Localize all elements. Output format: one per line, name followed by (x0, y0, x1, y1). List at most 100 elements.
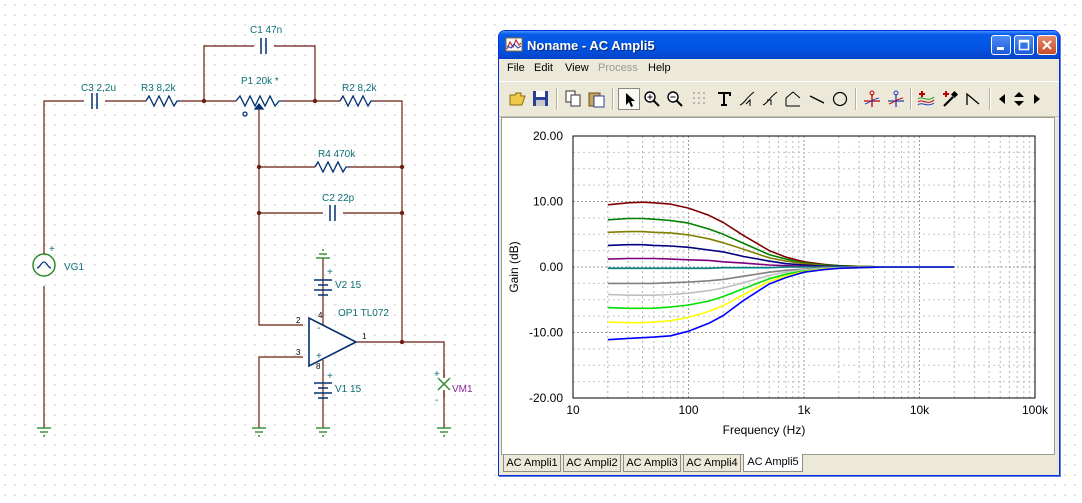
ellipse-icon (832, 91, 848, 107)
maximize-button[interactable] (1014, 35, 1034, 55)
maximize-icon (1018, 39, 1030, 51)
label-r3: R3 8,2k (141, 83, 176, 94)
axis-label-button[interactable] (782, 88, 804, 110)
open-button[interactable] (507, 88, 529, 110)
vm1-minus: - (435, 395, 438, 406)
signal-source-vg1[interactable]: + (32, 244, 56, 277)
curve-label-button[interactable] (736, 88, 758, 110)
pin-8: 8 (316, 362, 321, 371)
ground-vm1 (437, 427, 451, 437)
zoom-in-icon (644, 91, 660, 107)
toolbar-separator (556, 88, 558, 110)
potentiometer-p1[interactable] (235, 94, 282, 117)
app-icon (505, 37, 523, 52)
label-c1: C1 47n (250, 25, 282, 36)
tab-ac-ampli1[interactable]: AC Ampli1 (503, 455, 561, 472)
arrow-left-icon (999, 94, 1005, 104)
text-button[interactable] (713, 88, 735, 110)
plot-frame (572, 135, 1036, 399)
tab-ac-ampli3[interactable]: AC Ampli3 (623, 455, 681, 472)
wire-wiper (258, 109, 303, 326)
label-op1: OP1 TL072 (338, 308, 389, 319)
paste-button[interactable] (586, 88, 608, 110)
opamp-minus-sign: - (317, 323, 320, 334)
capacitor-c2[interactable] (329, 205, 336, 221)
color-picker-button[interactable] (939, 88, 961, 110)
junctions (201, 98, 405, 345)
line-button[interactable] (806, 88, 828, 110)
label-r2: R2 8,2k (342, 83, 377, 94)
title-bar[interactable]: Noname - AC Ampli5 (499, 31, 1059, 59)
toolbar-separator (910, 88, 912, 110)
cursor-a-button[interactable] (861, 88, 883, 110)
toolbar (499, 81, 1059, 117)
add-curve-button[interactable] (915, 88, 937, 110)
axis-label-icon (785, 91, 801, 107)
wire-input (43, 100, 84, 244)
close-button[interactable] (1037, 35, 1057, 55)
ground-v1 (316, 427, 330, 437)
minimize-button[interactable] (991, 35, 1011, 55)
tab-ac-ampli2[interactable]: AC Ampli2 (563, 455, 621, 472)
arrow-up-down-button[interactable] (1010, 88, 1028, 110)
tab-ac-ampli4[interactable]: AC Ampli4 (683, 455, 741, 472)
vm1-plus: + (434, 369, 440, 380)
pin-3: 3 (296, 348, 301, 357)
circuit-schematic[interactable]: + + + - + 2 3 1 4 8 + - C1 47n (0, 0, 480, 503)
menu-edit[interactable]: Edit (534, 62, 553, 74)
battery-v2[interactable] (314, 279, 332, 296)
label-c2: C2 22p (322, 193, 355, 204)
arrow-right-button[interactable] (1028, 88, 1044, 110)
arrow-left-button[interactable] (994, 88, 1010, 110)
tab-ac-ampli5[interactable]: AC Ampli5 (743, 454, 803, 472)
y-tick-label: 20.00 (533, 129, 563, 143)
zoom-out-button[interactable] (664, 88, 686, 110)
x-tick-label: 100 (678, 403, 698, 417)
vg1-plus: + (49, 244, 55, 255)
color-picker-icon (943, 90, 959, 107)
battery-v1[interactable] (314, 382, 332, 399)
select-arrow-button[interactable] (618, 88, 640, 110)
arrow-right-icon (1034, 94, 1040, 104)
ground-in-plus (252, 427, 266, 437)
slope-button[interactable] (963, 88, 985, 110)
cursor-b-icon (888, 90, 904, 107)
v2-plus: + (327, 267, 333, 278)
ground-v2 (316, 249, 330, 259)
pin-2: 2 (296, 316, 301, 325)
grid-button[interactable] (689, 88, 711, 110)
paste-icon (588, 92, 605, 108)
capacitor-c3[interactable] (91, 93, 98, 109)
toolbar-separator (989, 88, 991, 110)
arrow-up-down-icon (1014, 92, 1024, 106)
y-tick-label: 0.00 (540, 260, 564, 274)
close-icon (1042, 40, 1052, 50)
copy-button[interactable] (563, 88, 585, 110)
y-tick-label: -10.00 (529, 326, 563, 340)
copy-icon (565, 90, 581, 107)
zoom-in-button[interactable] (641, 88, 663, 110)
curve-label-2-button[interactable] (759, 88, 781, 110)
cursor-b-button[interactable] (885, 88, 907, 110)
resistor-r4[interactable] (314, 160, 349, 174)
ellipse-button[interactable] (829, 88, 851, 110)
voltmeter-vm1[interactable] (437, 370, 451, 398)
menu-process[interactable]: Process (598, 62, 638, 74)
capacitor-c1[interactable] (260, 38, 267, 54)
v1-plus: + (327, 371, 333, 382)
opamp-op1[interactable]: - + (308, 316, 358, 368)
menu-help[interactable]: Help (648, 62, 671, 74)
ac-analysis-window[interactable]: Noname - AC Ampli5 File Edit View Proces… (498, 30, 1060, 476)
pin-1: 1 (362, 332, 367, 341)
pin-4: 4 (318, 311, 323, 320)
add-curve-icon (917, 91, 935, 106)
resistor-r3[interactable] (145, 94, 180, 108)
menu-view[interactable]: View (565, 62, 589, 74)
resistor-r2[interactable] (339, 94, 374, 108)
curve-label-2-icon (762, 91, 778, 106)
save-button[interactable] (530, 88, 552, 110)
menu-file[interactable]: File (507, 62, 525, 74)
menu-bar: File Edit View Process Help (499, 59, 1059, 79)
